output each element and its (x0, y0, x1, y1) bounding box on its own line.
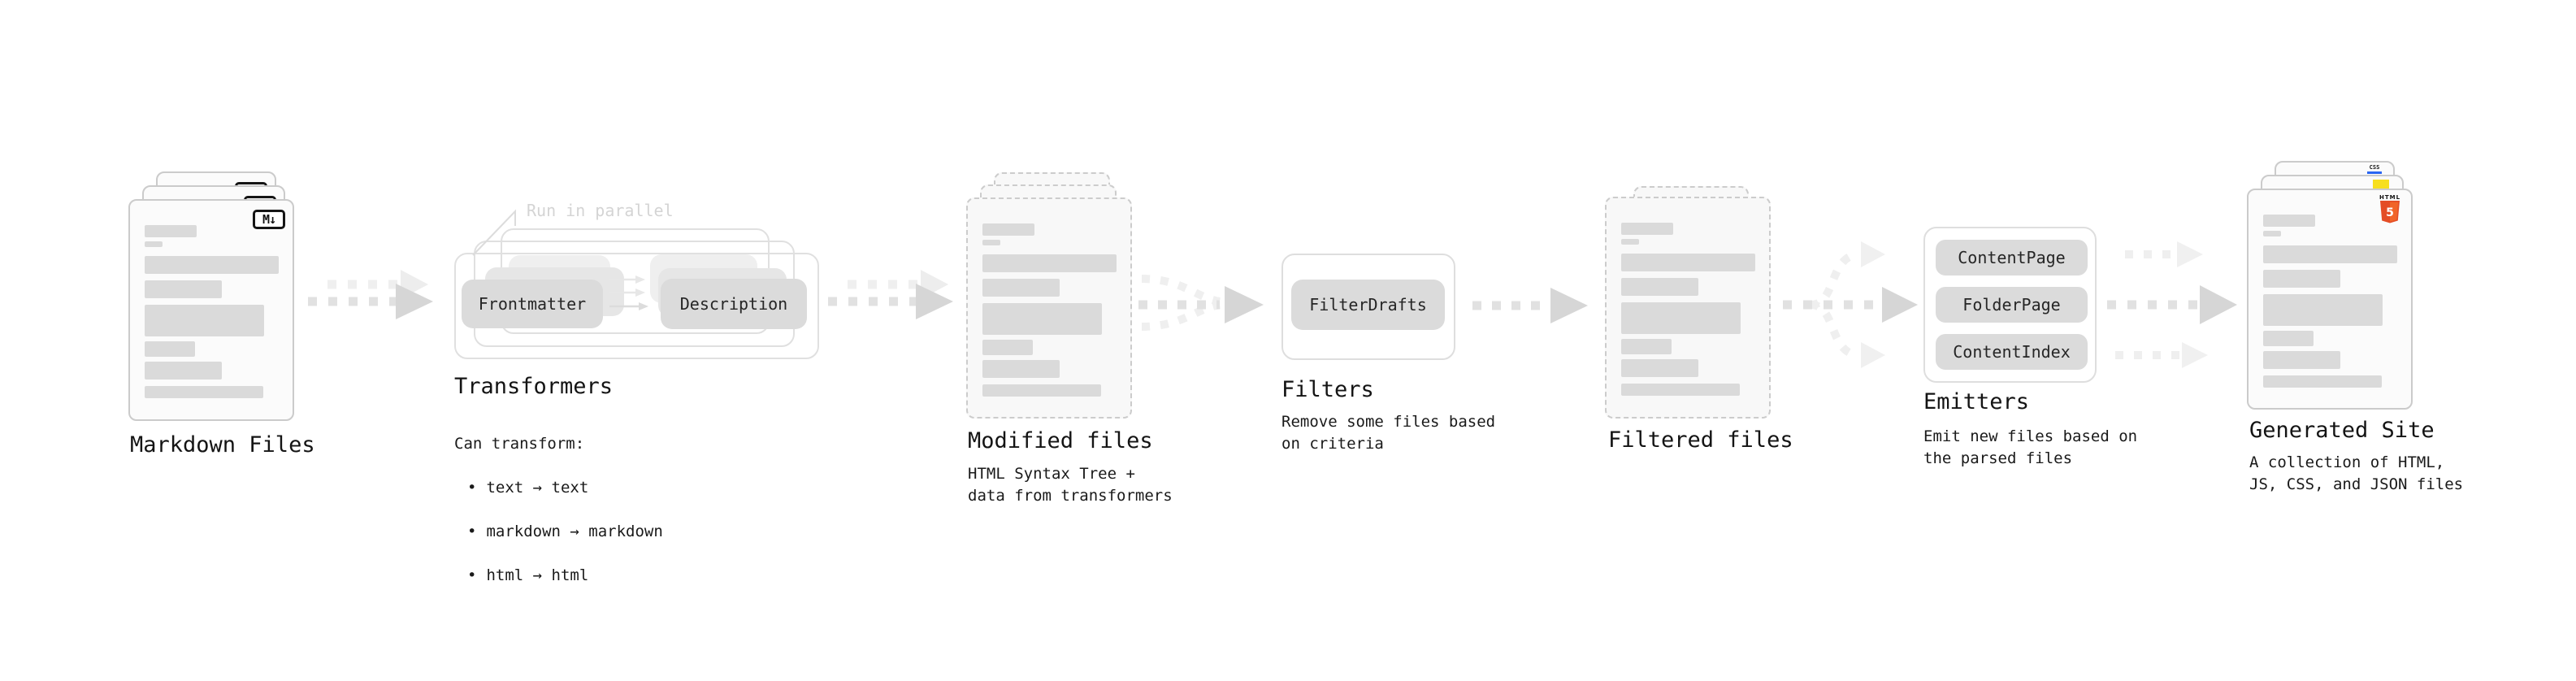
emitters-label: Emitters (1923, 389, 2030, 414)
placeholder-bar (2263, 245, 2397, 263)
placeholder-bar (982, 360, 1060, 378)
frontmatter-pill: Frontmatter (462, 280, 603, 328)
placeholder-bar (2263, 270, 2340, 288)
modified-files-description: HTML Syntax Tree + data from transformer… (968, 465, 1173, 505)
placeholder-bar (2263, 375, 2382, 388)
contentindex-pill: ContentIndex (1936, 334, 2088, 370)
arrow-modified-to-filters (1138, 275, 1264, 331)
placeholder-bar (2263, 231, 2281, 236)
placeholder-bar (1621, 339, 1672, 354)
generated-doc-html: HTML 5 (2247, 189, 2413, 410)
placeholder-bar (982, 303, 1102, 335)
placeholder-bar (982, 340, 1033, 355)
placeholder-bar (1621, 278, 1698, 296)
placeholder-bar (1621, 359, 1698, 377)
placeholder-bar (145, 280, 222, 298)
placeholder-bar (145, 386, 263, 398)
arrow-filters-to-filtered (1472, 288, 1588, 323)
placeholder-bar (2263, 294, 2383, 326)
placeholder-bar (1621, 384, 1740, 396)
filterdrafts-pill: FilterDrafts (1291, 280, 1445, 330)
filtered-doc-front (1605, 197, 1771, 419)
folderpage-pill: FolderPage (1936, 287, 2088, 323)
generated-site-label: Generated Site (2249, 418, 2435, 443)
js-icon (2373, 180, 2389, 189)
transformers-bullet: •text → text (467, 479, 589, 497)
run-in-parallel-note: Run in parallel (527, 201, 674, 220)
arrow-transformers-to-modified (828, 270, 953, 319)
arrow-filtered-to-emitters (1783, 241, 1918, 368)
run-in-parallel-callout-line (472, 209, 516, 256)
emitters-description: Emit new files based on the parsed files (1923, 427, 2138, 467)
arrow-markdown-to-transformers (308, 270, 433, 319)
placeholder-bar (145, 256, 279, 274)
filters-label: Filters (1281, 377, 1374, 402)
transformers-bullet: •html → html (467, 566, 589, 584)
placeholder-bar (982, 223, 1034, 236)
transformers-frame-front (454, 253, 819, 359)
transformers-bullet: •markdown → markdown (467, 523, 663, 540)
placeholder-bar (982, 240, 1000, 245)
placeholder-bar (145, 362, 222, 380)
markdown-files-label: Markdown Files (130, 432, 315, 458)
placeholder-bar (2263, 331, 2314, 346)
modified-files-label: Modified files (968, 428, 1153, 453)
placeholder-bar (145, 241, 163, 247)
transformers-desc-title: Can transform: (454, 435, 585, 453)
placeholder-bar (145, 305, 264, 336)
placeholder-bar (1621, 254, 1755, 271)
css-blue-bar (2367, 171, 2382, 174)
placeholder-bar (145, 225, 197, 237)
generated-site-description: A collection of HTML, JS, CSS, and JSON … (2249, 453, 2464, 493)
placeholder-bar (1621, 239, 1639, 245)
transformers-label: Transformers (454, 374, 614, 399)
placeholder-bar (145, 341, 195, 357)
filtered-files-label: Filtered files (1608, 427, 1793, 453)
modified-doc-front (966, 197, 1132, 419)
placeholder-bar (982, 384, 1101, 397)
css-icon: CSS (2367, 165, 2382, 174)
html5-icon: HTML 5 (2379, 194, 2400, 223)
arrow-emitters-to-generated (2107, 241, 2237, 368)
transformers-description: Can transform: •text → text •markdown → … (454, 411, 663, 609)
placeholder-bar (1621, 223, 1673, 235)
placeholder-bar (982, 254, 1117, 272)
placeholder-bar (1621, 302, 1741, 334)
placeholder-bar (2263, 351, 2340, 369)
parallel-flow-arrows (609, 275, 648, 310)
svg-text:5: 5 (2386, 206, 2394, 219)
filters-description: Remove some files based on criteria (1281, 413, 1496, 453)
placeholder-bar (2263, 215, 2315, 227)
description-pill: Description (661, 279, 807, 329)
markdown-doc-front: M↓ (128, 199, 294, 421)
contentpage-pill: ContentPage (1936, 240, 2088, 275)
markdown-icon: M↓ (253, 210, 285, 229)
placeholder-bar (982, 279, 1060, 297)
emitters-box: ContentPage FolderPage ContentIndex (1923, 227, 2097, 383)
